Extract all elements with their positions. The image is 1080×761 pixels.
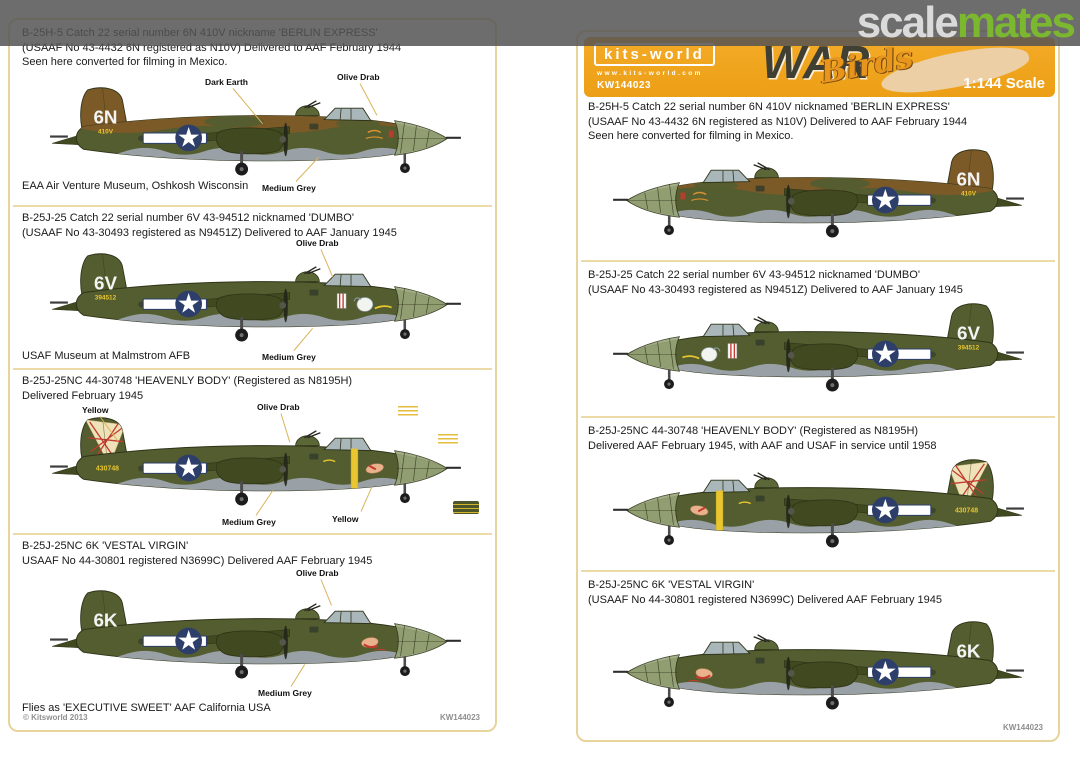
svg-text:394512: 394512 xyxy=(95,294,117,301)
section-heading: B-25H-5 Catch 22 serial number 6N 410V n… xyxy=(588,100,1050,144)
paint-label: Medium Grey xyxy=(258,688,312,698)
product-code-header: KW144023 xyxy=(597,80,652,91)
heading-line: Seen here converted for filming in Mexic… xyxy=(588,130,794,142)
copyright-note: © Kitsworld 2013 xyxy=(23,713,88,722)
section-divider xyxy=(581,570,1055,572)
scale-label: 1:144 Scale xyxy=(963,75,1045,92)
heading-line: (USAAF No 44-30801 registered N3699C) De… xyxy=(588,593,943,606)
heading-line: B-25J-25NC 44-30748 'HEAVENLY BODY' (Reg… xyxy=(588,425,919,437)
kitsworld-logo: kits-world xyxy=(594,43,715,66)
paint-label: Medium Grey xyxy=(262,352,316,362)
svg-text:6N: 6N xyxy=(93,107,117,128)
aircraft-profile-vestal: 6K xyxy=(22,585,486,684)
heading-line: B-25J-25NC 6K 'VESTAL VIRGIN' xyxy=(588,579,755,591)
svg-text:430748: 430748 xyxy=(955,507,978,514)
kitsworld-banner: kits-world www.kits-world.com KW144023 W… xyxy=(584,37,1055,97)
heading-line: (USAAF No 43-30493 registered as N9451Z)… xyxy=(588,283,963,296)
svg-text:6V: 6V xyxy=(957,323,980,344)
heading-line: (USAAF No 43-4432 6N registered as N10V)… xyxy=(588,115,968,128)
heading-line: B-25H-5 Catch 22 serial number 6N 410V n… xyxy=(588,101,950,113)
aircraft-profile-heavenly: 430748 xyxy=(588,454,1052,553)
paint-label: Yellow xyxy=(82,405,109,415)
section-heading: B-25J-25NC 6K 'VESTAL VIRGIN' USAAF No 44… xyxy=(22,539,484,568)
section-caption: USAF Museum at Malmstrom AFB xyxy=(22,350,191,362)
svg-text:6V: 6V xyxy=(94,273,117,294)
heading-line: USAAF No 44-30801 registered N3699C) Del… xyxy=(22,554,373,567)
paint-label: Olive Drab xyxy=(337,72,380,82)
heading-line: B-25J-25 Catch 22 serial number 6V 43-94… xyxy=(588,269,920,281)
paint-label: Yellow xyxy=(332,514,359,524)
section-heading: B-25J-25NC 44-30748 'HEAVENLY BODY' (Reg… xyxy=(22,374,484,403)
section-divider xyxy=(581,416,1055,418)
heading-line: (USAAF No 43-30493 registered as N9451Z)… xyxy=(22,226,397,239)
svg-text:410V: 410V xyxy=(98,128,114,135)
stencil-plaque xyxy=(453,501,479,514)
aircraft-profile-vestal: 6K xyxy=(588,616,1052,715)
right-page: kits-world www.kits-world.com KW144023 W… xyxy=(576,30,1060,742)
stencil-note xyxy=(438,434,458,445)
heading-line: Delivered AAF February 1945, with AAF an… xyxy=(588,439,937,452)
section-caption: EAA Air Venture Museum, Oshkosh Wisconsi… xyxy=(22,180,249,192)
stencil-note xyxy=(398,406,418,417)
svg-text:6K: 6K xyxy=(956,641,980,662)
heading-line: Delivered February 1945 xyxy=(22,389,144,402)
heading-line: B-25J-25NC 44-30748 'HEAVENLY BODY' (Reg… xyxy=(22,375,353,387)
heading-line: B-25J-25NC 6K 'VESTAL VIRGIN' xyxy=(22,540,189,552)
left-page: © Kitsworld 2013 KW144023 B-25H-5 Catch … xyxy=(8,18,497,732)
section-heading: B-25J-25 Catch 22 serial number 6V 43-94… xyxy=(22,211,484,240)
paint-label: Dark Earth xyxy=(205,77,248,87)
section-divider xyxy=(581,260,1055,262)
scalemates-logo: scalemates xyxy=(856,0,1076,47)
scalemates-watermark-bar: scalemates xyxy=(0,0,1080,46)
section-heading: B-25J-25NC 44-30748 'HEAVENLY BODY' (Reg… xyxy=(588,424,1050,453)
section-heading: B-25J-25 Catch 22 serial number 6V 43-94… xyxy=(588,268,1050,297)
product-code-footer: KW144023 xyxy=(439,713,480,722)
svg-text:410V: 410V xyxy=(961,190,977,197)
paint-label: Medium Grey xyxy=(222,517,276,527)
section-heading: B-25J-25NC 6K 'VESTAL VIRGIN' (USAAF No 4… xyxy=(588,578,1050,607)
scalemates-logo-mates: mates xyxy=(956,0,1076,47)
section-divider xyxy=(13,205,492,207)
aircraft-profile-heavenly: 430748 xyxy=(22,412,486,511)
heading-line: B-25J-25 Catch 22 serial number 6V 43-94… xyxy=(22,212,354,224)
svg-text:430748: 430748 xyxy=(96,465,119,472)
svg-text:6K: 6K xyxy=(93,610,117,631)
section-divider xyxy=(13,368,492,370)
paint-label: Medium Grey xyxy=(262,183,316,193)
paint-label: Olive Drab xyxy=(296,238,339,248)
product-code-footer: KW144023 xyxy=(1002,723,1043,732)
section-caption: Flies as 'EXECUTIVE SWEET' AAF Californi… xyxy=(22,702,271,714)
section-divider xyxy=(13,533,492,535)
kitsworld-url: www.kits-world.com xyxy=(597,70,703,77)
paint-label: Olive Drab xyxy=(257,402,300,412)
paint-label: Olive Drab xyxy=(296,568,339,578)
svg-text:6N: 6N xyxy=(956,169,980,190)
svg-text:394512: 394512 xyxy=(958,344,980,351)
heading-line: Seen here converted for filming in Mexic… xyxy=(22,56,228,68)
scalemates-logo-scale: scale xyxy=(856,0,959,47)
